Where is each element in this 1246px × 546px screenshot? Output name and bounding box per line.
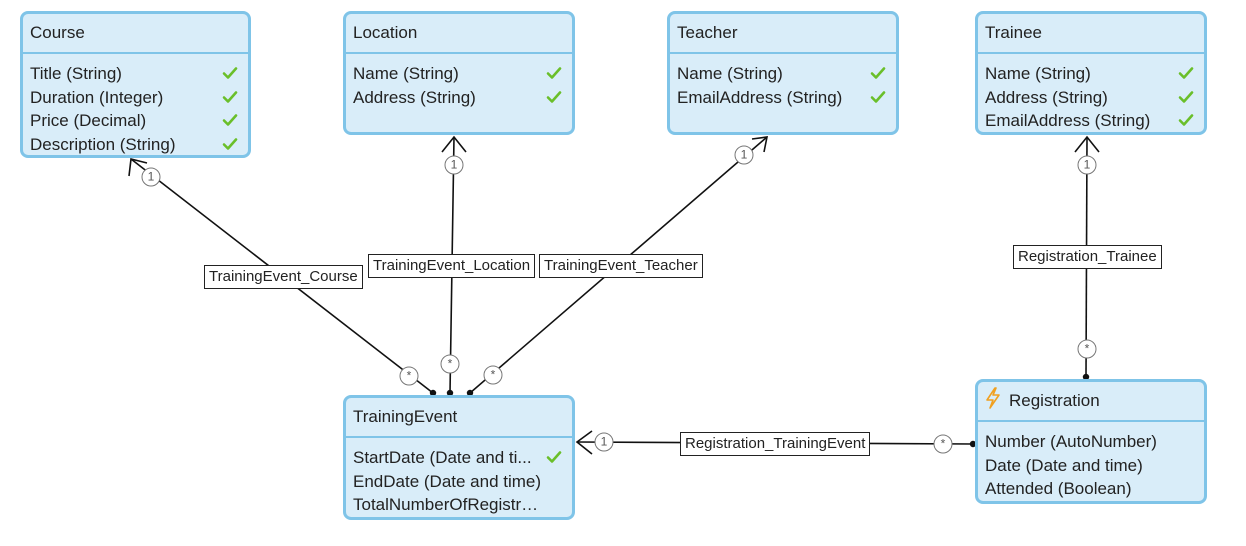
multiplicity-many-badge: * xyxy=(483,365,503,385)
entity-title: Trainee xyxy=(978,14,1204,54)
attribute-label: Duration (Integer) xyxy=(30,87,164,107)
lightning-icon xyxy=(986,387,1000,409)
attribute-label: Name (String) xyxy=(353,64,459,83)
connector-dot xyxy=(446,389,454,397)
association-label-trainingevent-location[interactable]: TrainingEvent_Location xyxy=(368,254,536,278)
check-icon xyxy=(222,90,238,103)
multiplicity-one-badge: 1 xyxy=(594,432,614,452)
entity-title: Teacher xyxy=(670,14,896,54)
attribute-label: Description (String) xyxy=(30,134,176,154)
attribute-row[interactable]: StartDate (Date and ti... xyxy=(346,446,572,470)
multiplicity-one-badge: 1 xyxy=(734,145,754,165)
check-icon xyxy=(1178,67,1194,79)
attribute-list: Title (String) Duration (Integer) Price (D… xyxy=(23,54,248,156)
attribute-row[interactable]: Title (String) xyxy=(23,62,248,86)
entity-title: Registration xyxy=(1009,391,1100,410)
check-icon xyxy=(222,137,238,150)
connector-dot xyxy=(1082,373,1090,381)
entity-title-row: Registration xyxy=(978,382,1204,422)
entity-trainee[interactable]: Trainee Name (String) Address (String) Ema… xyxy=(975,11,1207,135)
attribute-row[interactable]: Name (String) xyxy=(978,62,1204,86)
check-icon xyxy=(870,67,886,79)
entity-title: Course xyxy=(23,14,248,54)
arrowhead-trainingevent xyxy=(575,430,593,455)
attribute-row[interactable]: Address (String) xyxy=(346,86,572,110)
association-label-registration-trainingevent[interactable]: Registration_TrainingEvent xyxy=(680,432,871,456)
entity-registration[interactable]: Registration Number (AutoNumber) Date (Da… xyxy=(975,379,1207,504)
multiplicity-one-badge: 1 xyxy=(141,167,161,187)
attribute-label: Name (String) xyxy=(677,64,783,83)
check-icon xyxy=(546,90,562,103)
attribute-row[interactable]: Name (String) xyxy=(346,62,572,86)
arrowhead-course xyxy=(128,158,148,177)
check-icon xyxy=(546,67,562,79)
attribute-list: Name (String) Address (String) EmailAddres… xyxy=(978,54,1204,132)
attribute-label: EmailAddress (String) xyxy=(985,111,1151,130)
check-icon xyxy=(1178,114,1194,126)
multiplicity-one-badge: 1 xyxy=(444,155,464,175)
multiplicity-many-badge: * xyxy=(933,434,953,454)
entity-title: TrainingEvent xyxy=(346,398,572,438)
attribute-row[interactable]: Number (AutoNumber) xyxy=(978,430,1204,454)
attribute-list: Name (String) EmailAddress (String) xyxy=(670,54,896,109)
association-label-trainingevent-course[interactable]: TrainingEvent_Course xyxy=(204,265,363,289)
association-label-registration-trainee[interactable]: Registration_Trainee xyxy=(1013,245,1162,269)
multiplicity-many-badge: * xyxy=(440,354,460,374)
check-icon xyxy=(222,67,238,79)
entity-teacher[interactable]: Teacher Name (String) EmailAddress (Strin… xyxy=(667,11,899,135)
attribute-label: Price (Decimal) xyxy=(30,111,147,130)
attribute-row[interactable]: Name (String) xyxy=(670,62,896,86)
multiplicity-many-badge: * xyxy=(399,366,419,386)
attribute-label: TotalNumberOfRegistratio... xyxy=(353,495,563,514)
check-icon xyxy=(1178,90,1194,103)
attribute-label: Address (String) xyxy=(353,87,476,107)
entity-trainingevent[interactable]: TrainingEvent StartDate (Date and ti... E… xyxy=(343,395,575,520)
multiplicity-many-badge: * xyxy=(1077,339,1097,359)
attribute-row[interactable]: Description (String) xyxy=(23,133,248,156)
attribute-label: Date (Date and time) xyxy=(985,455,1143,475)
attribute-label: EmailAddress (String) xyxy=(677,87,843,107)
entity-title: Location xyxy=(346,14,572,54)
attribute-label: Number (AutoNumber) xyxy=(985,432,1157,451)
attribute-label: Address (String) xyxy=(985,87,1108,107)
attribute-row[interactable]: Date (Date and time) xyxy=(978,454,1204,478)
attribute-row[interactable]: Address (String) xyxy=(978,86,1204,110)
arrowhead-trainee xyxy=(1074,135,1100,153)
arrowhead-teacher xyxy=(751,136,769,153)
multiplicity-one-badge: 1 xyxy=(1077,155,1097,175)
attribute-row[interactable]: Price (Decimal) xyxy=(23,109,248,133)
attribute-label: StartDate (Date and ti... xyxy=(353,448,532,467)
attribute-row[interactable]: TotalNumberOfRegistratio... xyxy=(346,493,572,517)
attribute-list: StartDate (Date and ti... EndDate (Date a… xyxy=(346,438,572,517)
attribute-label: Name (String) xyxy=(985,64,1091,83)
check-icon xyxy=(870,90,886,103)
connector-dot xyxy=(466,389,474,397)
attribute-row[interactable]: EndDate (Date and time) xyxy=(346,470,572,494)
attribute-row[interactable]: EmailAddress (String) xyxy=(670,86,896,110)
entity-location[interactable]: Location Name (String) Address (String) xyxy=(343,11,575,135)
entity-course[interactable]: Course Title (String) Duration (Integer) P… xyxy=(20,11,251,158)
attribute-row[interactable]: EmailAddress (String) xyxy=(978,109,1204,132)
attribute-row[interactable]: Attended (Boolean) xyxy=(978,477,1204,501)
check-icon xyxy=(546,451,562,463)
attribute-label: Attended (Boolean) xyxy=(985,479,1132,498)
check-icon xyxy=(222,114,238,126)
attribute-row[interactable]: Duration (Integer) xyxy=(23,86,248,110)
arrowhead-location xyxy=(441,135,467,153)
attribute-list: Number (AutoNumber) Date (Date and time) A… xyxy=(978,422,1204,501)
connector-dot xyxy=(429,389,437,397)
association-label-trainingevent-teacher[interactable]: TrainingEvent_Teacher xyxy=(539,254,703,278)
connector-dot xyxy=(969,440,977,448)
attribute-list: Name (String) Address (String) xyxy=(346,54,572,109)
attribute-label: Title (String) xyxy=(30,64,122,83)
attribute-label: EndDate (Date and time) xyxy=(353,471,542,491)
